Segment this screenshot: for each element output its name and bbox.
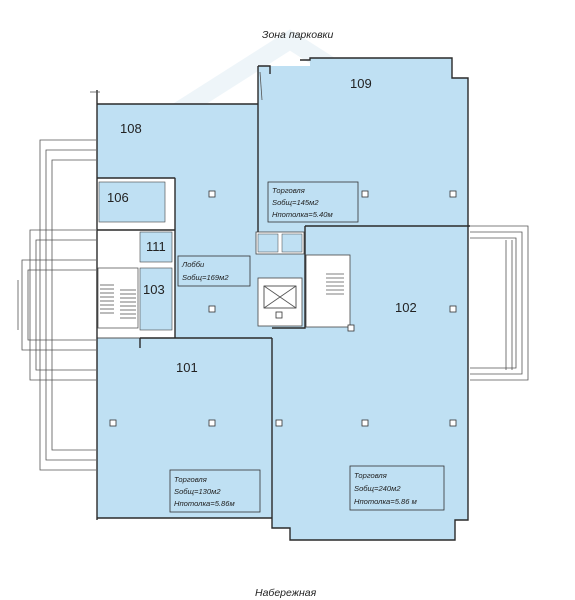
room-106: 106 [107,190,129,205]
svg-text:Sобщ=145м2: Sобщ=145м2 [272,198,319,207]
svg-text:Лобби: Лобби [181,260,205,269]
caption-parking: Зона парковки [262,29,334,41]
right-facade-lines [470,225,529,381]
room-108: 108 [120,121,142,136]
svg-text:Нпотолка=5.86 м: Нпотолка=5.86 м [354,497,418,506]
svg-text:Sобщ=240м2: Sобщ=240м2 [354,484,401,493]
room-111: 111 [146,239,166,254]
room-109: 109 [350,76,372,91]
left-facade-lines [17,139,96,471]
label-trade-101: Торговля Sобщ=130м2 Нпотолка=5.86м [169,469,261,513]
room-102: 102 [395,300,417,315]
svg-text:Sобщ=130м2: Sобщ=130м2 [174,487,221,496]
label-trade-102: Торговля Sобщ=240м2 Нпотолка=5.86 м [349,465,445,511]
caption-embankment: Набережная [255,587,317,599]
stair-right [305,254,351,328]
svg-text:Торговля: Торговля [174,475,207,484]
walls [90,57,470,541]
svg-text:Sобщ=169м2: Sобщ=169м2 [182,273,229,282]
stair-left [97,267,139,329]
svg-text:Торговля: Торговля [354,471,387,480]
svg-text:Торговля: Торговля [272,186,305,195]
svg-text:Нпотолка=5.86м: Нпотолка=5.86м [174,499,235,508]
service-blocks [96,177,351,339]
label-lobby: Лобби Sобщ=169м2 [177,255,251,287]
svg-text:Нпотолка=5.40м: Нпотолка=5.40м [272,210,333,219]
label-trade-top: Торговля Sобщ=145м2 Нпотолка=5.40м [267,181,359,223]
columns [109,190,457,427]
room-101: 101 [176,360,198,375]
room-103: 103 [143,282,165,297]
